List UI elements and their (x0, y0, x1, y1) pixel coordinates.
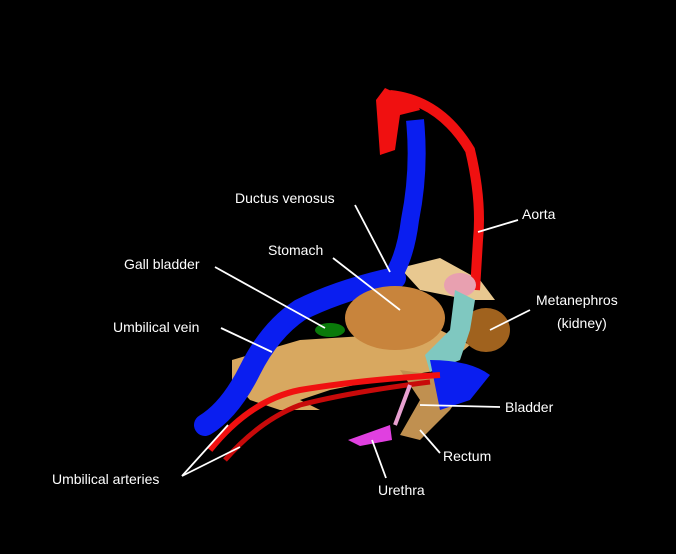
umbilical-arteries-line-1 (181, 424, 229, 477)
label-metanephros: Metanephros (536, 292, 618, 308)
umbilical-vein-line (220, 327, 273, 353)
stomach-shape (345, 286, 445, 350)
umbilical-arteries-line-2 (181, 446, 241, 477)
bladder-shape (425, 290, 475, 372)
label-urethra: Urethra (378, 482, 425, 498)
kidney-shape (462, 308, 510, 352)
umbilical-vein-shape (194, 267, 406, 436)
aorta-top (376, 88, 420, 155)
urethra-duct (393, 384, 412, 426)
ductus-venosus-line (354, 204, 391, 273)
umbilical-artery-2 (223, 379, 431, 462)
label-umbilical-vein: Umbilical vein (113, 319, 199, 335)
lower-vein-shape (430, 360, 490, 410)
bladder-line (419, 404, 501, 408)
umbilical-artery-1 (207, 372, 441, 452)
label-stomach: Stomach (268, 242, 323, 258)
label-gall-bladder: Gall bladder (124, 256, 200, 272)
label-bladder: Bladder (505, 399, 554, 415)
aorta-line (477, 219, 519, 233)
label-aorta: Aorta (522, 206, 556, 222)
aorta-shape (389, 90, 484, 291)
label-kidney: (kidney) (557, 315, 607, 331)
ductus-venosus-shape (382, 119, 426, 286)
label-umbilical-arteries: Umbilical arteries (52, 471, 159, 487)
pink-organ (444, 273, 476, 297)
label-ductus-venosus: Ductus venosus (235, 190, 335, 206)
metanephros-line (489, 309, 531, 331)
rectum-line (419, 429, 441, 454)
urethra-shape (348, 425, 392, 446)
stomach-line (332, 257, 401, 311)
urethra-line (371, 439, 387, 479)
label-rectum: Rectum (443, 448, 491, 464)
gall-bladder-line (214, 266, 326, 329)
